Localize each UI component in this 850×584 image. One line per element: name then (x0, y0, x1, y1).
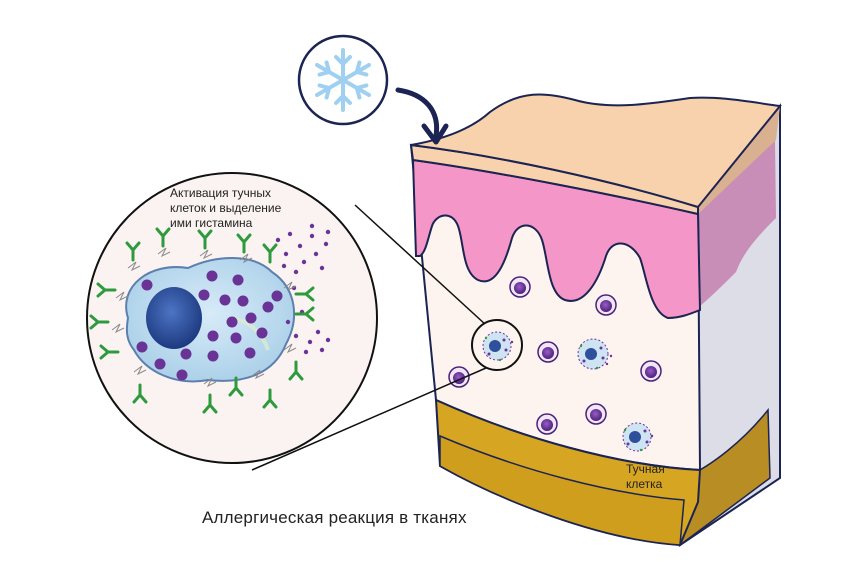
highlight-circle (471, 319, 523, 371)
fat-layer-front (439, 434, 685, 546)
skin-block (409, 93, 782, 547)
granule-cell (509, 276, 531, 298)
zoom-title-line1: Активация тучных (170, 186, 272, 200)
granule-cell (536, 413, 558, 435)
zoom-title: Активация тучных клеток и выделение ими … (170, 186, 310, 231)
diagram-caption: Аллергическая реакция в тканях (202, 508, 467, 527)
skin-top-face (410, 93, 782, 209)
curved-arrow-icon (395, 87, 449, 145)
snowflake-icon (297, 34, 389, 126)
antibodies (89, 227, 315, 414)
allergen-crosslinks (111, 247, 297, 388)
granule-cell (595, 294, 617, 316)
granule-cell (585, 403, 607, 425)
mast-cell-label-line1: Тучная (626, 462, 665, 476)
mast-cell-nucleus (146, 287, 202, 349)
granule-cell (640, 360, 662, 382)
histamine-release (275, 223, 331, 355)
granules (136, 270, 283, 381)
zoom-connector (251, 204, 487, 471)
dermis-cells (448, 276, 662, 452)
mast-cell-label-line2: клетка (626, 477, 663, 491)
side-epidermis-top (698, 106, 780, 214)
mast-cell-small (622, 422, 654, 452)
mast-cell-small (577, 338, 613, 370)
granule-cell (537, 341, 559, 363)
zoom-title-line2: клеток и выделение (170, 201, 282, 215)
side-epidermis-pink (698, 140, 776, 306)
mast-cell-label: Тучная клетка (626, 462, 686, 492)
zoom-title-line3: ими гистамина (170, 216, 253, 230)
zoom-circle (86, 172, 378, 464)
